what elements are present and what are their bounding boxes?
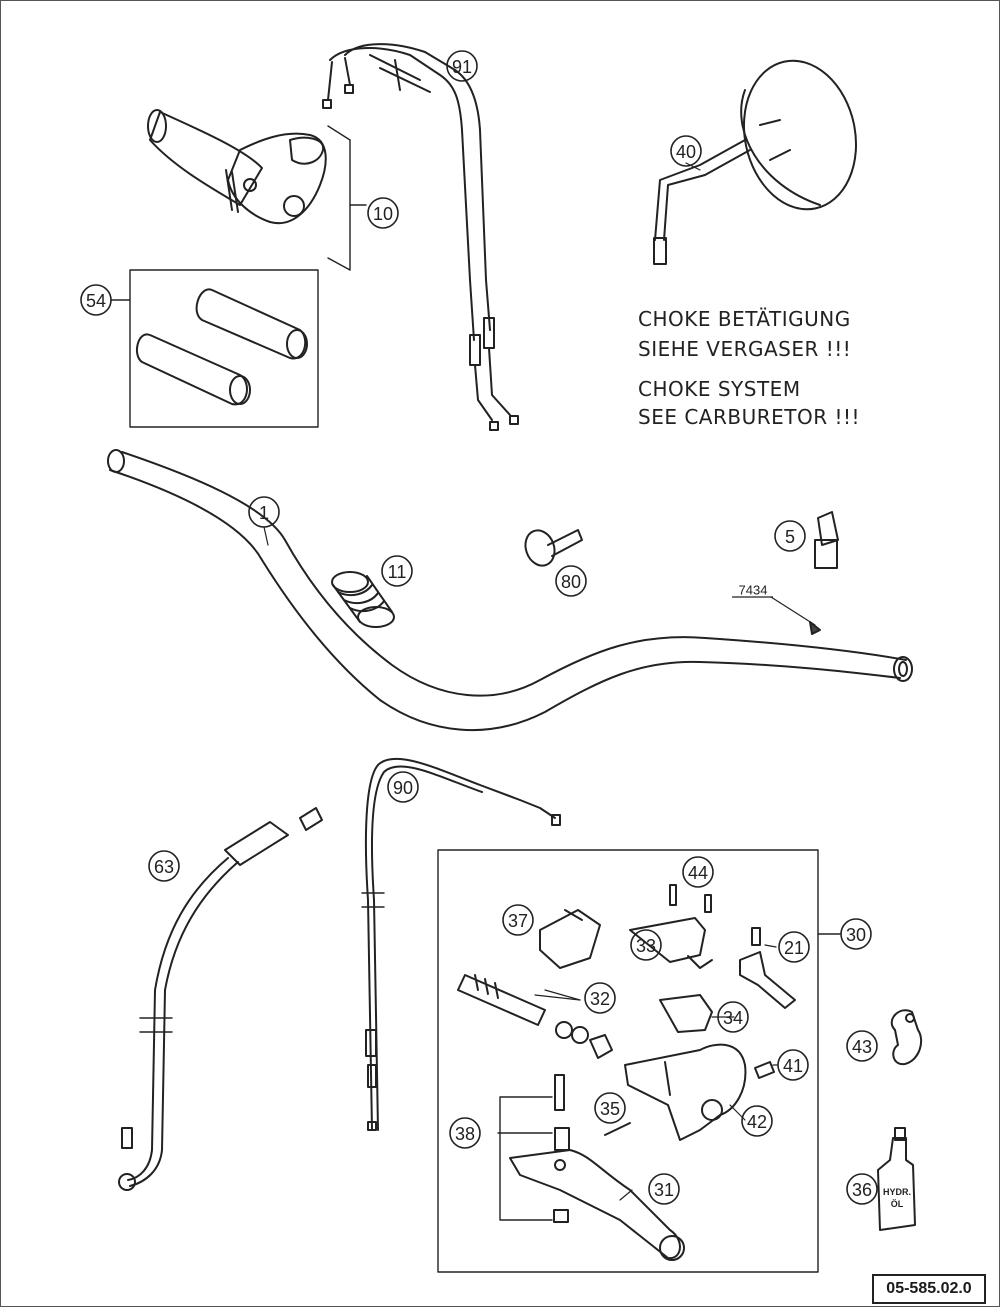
callout-30: 30 xyxy=(846,925,866,945)
grip-sleeve xyxy=(331,571,395,628)
callout-1: 1 xyxy=(259,503,269,523)
handlebar xyxy=(107,449,913,732)
clutch-cable xyxy=(361,757,561,1131)
throttle-assembly xyxy=(147,109,327,225)
callout-44: 44 xyxy=(688,863,708,883)
choke-note-en-line2: SEE CARBURETOR !!! xyxy=(638,405,861,429)
brake-parts xyxy=(457,884,796,1261)
callout-80: 80 xyxy=(561,572,581,592)
leader-lines xyxy=(263,162,816,1201)
oil-bottle xyxy=(877,1127,916,1231)
callout-circles xyxy=(80,50,878,1205)
callout-38: 38 xyxy=(455,1124,475,1144)
callout-32: 32 xyxy=(590,989,610,1009)
callout-40: 40 xyxy=(676,142,696,162)
bracket-10 xyxy=(327,125,367,271)
callout-34: 34 xyxy=(723,1008,743,1028)
callout-33: 33 xyxy=(636,936,656,956)
grips-box xyxy=(110,269,319,428)
callout-54: 54 xyxy=(86,291,106,311)
cable-tie xyxy=(524,529,583,567)
callout-42: 42 xyxy=(747,1112,767,1132)
brake-assembly-box xyxy=(437,849,841,1273)
choke-note-en-line1: CHOKE SYSTEM xyxy=(638,377,801,401)
callout-11: 11 xyxy=(388,562,407,582)
oil-bottle-label-2: ÖL xyxy=(891,1199,904,1209)
choke-note-de-line2: SIEHE VERGASER !!! xyxy=(638,337,852,361)
callout-41: 41 xyxy=(783,1056,803,1076)
bolt-5 xyxy=(814,511,839,569)
oil-bottle-label-1: HYDR. xyxy=(883,1187,911,1197)
clamp xyxy=(890,1009,923,1066)
callout-91: 91 xyxy=(452,57,472,77)
callout-10: 10 xyxy=(373,204,393,224)
callout-31: 31 xyxy=(654,1180,674,1200)
callout-5: 5 xyxy=(785,527,795,547)
brake-line xyxy=(118,807,323,1191)
choke-note-de-line1: CHOKE BETÄTIGUNG xyxy=(638,307,851,331)
callout-43: 43 xyxy=(852,1037,872,1057)
callout-36: 36 xyxy=(852,1180,872,1200)
part-number-label: 7434 xyxy=(739,583,768,598)
diagram-reference-box: 05-585.02.0 xyxy=(872,1274,986,1304)
throttle-cables xyxy=(322,43,519,431)
mirror xyxy=(653,59,858,265)
callout-35: 35 xyxy=(600,1099,620,1119)
callout-37: 37 xyxy=(508,911,528,931)
callout-90: 90 xyxy=(393,778,413,798)
callout-21: 21 xyxy=(784,938,804,958)
callout-63: 63 xyxy=(154,857,174,877)
